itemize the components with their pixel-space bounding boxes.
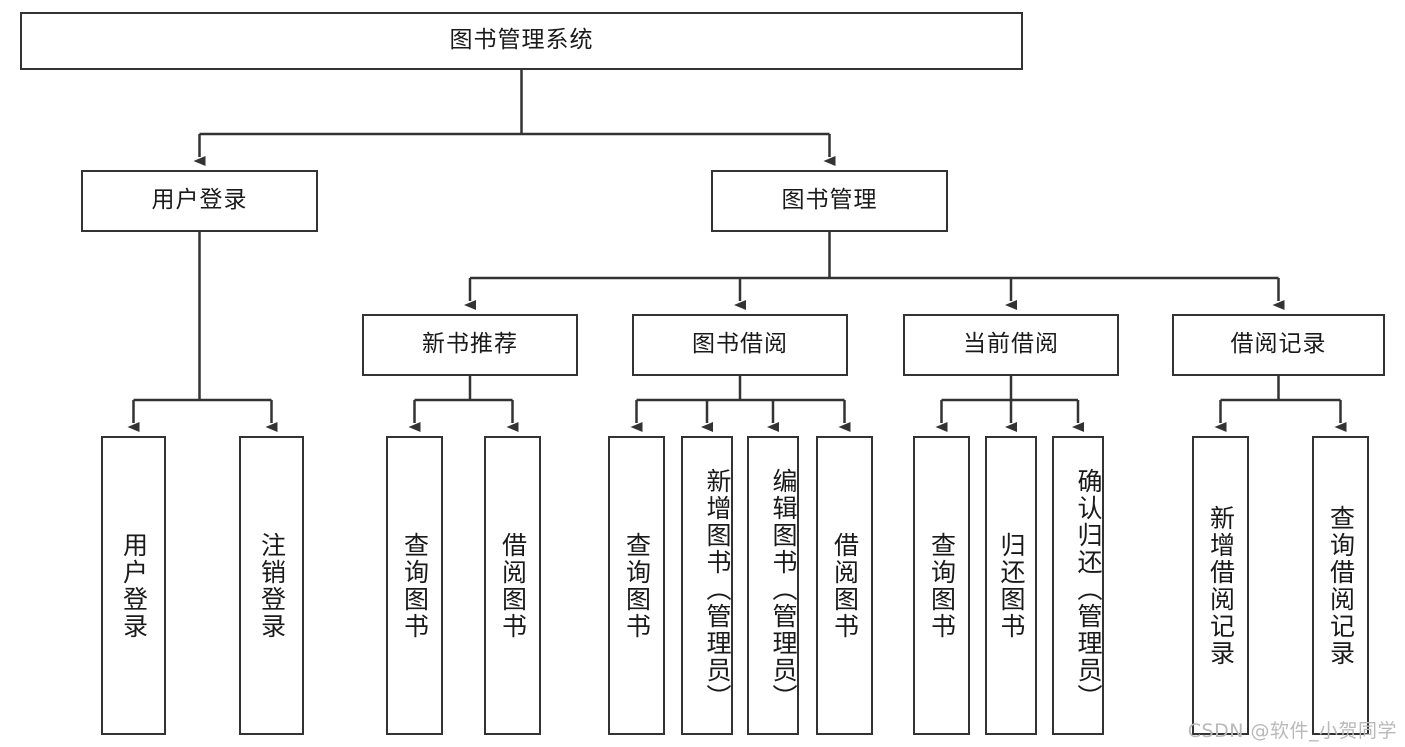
node-label: 借阅图书 [498, 531, 528, 640]
watermark-text: CSDN @软件_小贺同学 [1187, 720, 1397, 742]
node-leaf-logout-login: 注销登录 [239, 436, 304, 735]
node-label: 借阅图书 [830, 531, 860, 640]
node-label: 图书管理 [781, 187, 878, 214]
node-leaf-add-book-admin: 新增图书（管理员） [681, 436, 733, 735]
node-leaf-query-borrow-record: 查询借阅记录 [1312, 436, 1369, 735]
node-leaf-edit-book-admin: 编辑图书（管理员） [747, 436, 799, 735]
node-book-manage: 图书管理 [711, 170, 948, 232]
node-label: 当前借阅 [963, 331, 1059, 358]
node-label: 用户登录 [151, 187, 248, 214]
node-leaf-add-borrow-record: 新增借阅记录 [1192, 436, 1249, 735]
node-leaf-user-login: 用户登录 [101, 436, 166, 735]
node-borrow-record: 借阅记录 [1172, 314, 1385, 376]
node-leaf-return-book: 归还图书 [985, 436, 1037, 735]
node-leaf-query-book-rec: 查询图书 [386, 436, 443, 735]
node-label: 查询图书 [400, 531, 430, 640]
node-label: 图书管理系统 [449, 27, 594, 54]
node-label: 注销登录 [257, 531, 287, 640]
node-leaf-query-book-current: 查询图书 [913, 436, 970, 735]
node-leaf-borrow-book-rec: 借阅图书 [484, 436, 541, 735]
node-label: 确认归还（管理员） [1074, 468, 1103, 711]
node-label: 查询图书 [622, 531, 652, 640]
node-leaf-borrow-book: 借阅图书 [816, 436, 873, 735]
node-label: 查询图书 [927, 531, 957, 640]
node-label: 用户登录 [119, 531, 149, 640]
node-label: 借阅记录 [1230, 331, 1327, 358]
node-label: 新增图书（管理员） [703, 468, 732, 711]
node-current-borrow: 当前借阅 [903, 314, 1119, 376]
node-leaf-query-book-borrow: 查询图书 [608, 436, 665, 735]
node-book-borrow: 图书借阅 [632, 314, 848, 376]
node-label: 图书借阅 [692, 331, 788, 358]
node-root: 图书管理系统 [20, 12, 1023, 70]
node-label: 新书推荐 [422, 331, 518, 358]
node-leaf-confirm-return-admin: 确认归还（管理员） [1052, 436, 1104, 735]
node-label: 查询借阅记录 [1326, 504, 1356, 667]
node-new-book-recommend: 新书推荐 [362, 314, 578, 376]
node-label: 归还图书 [997, 531, 1026, 640]
node-user-login: 用户登录 [81, 170, 318, 232]
node-label: 编辑图书（管理员） [769, 468, 798, 711]
node-label: 新增借阅记录 [1206, 504, 1236, 667]
